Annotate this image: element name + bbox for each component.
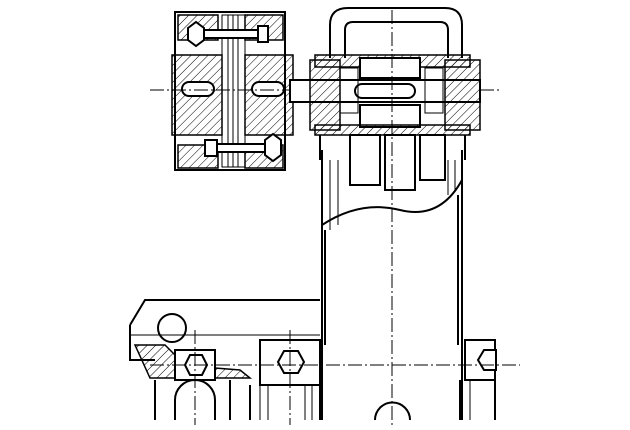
gear-upper (359, 57, 421, 79)
bolt-top (187, 20, 269, 48)
gear-lower (359, 104, 421, 128)
bolt-bottom (204, 132, 282, 163)
base-assembly (129, 299, 520, 425)
flexible-coupling (171, 11, 294, 171)
key (354, 83, 416, 99)
column (321, 10, 463, 425)
